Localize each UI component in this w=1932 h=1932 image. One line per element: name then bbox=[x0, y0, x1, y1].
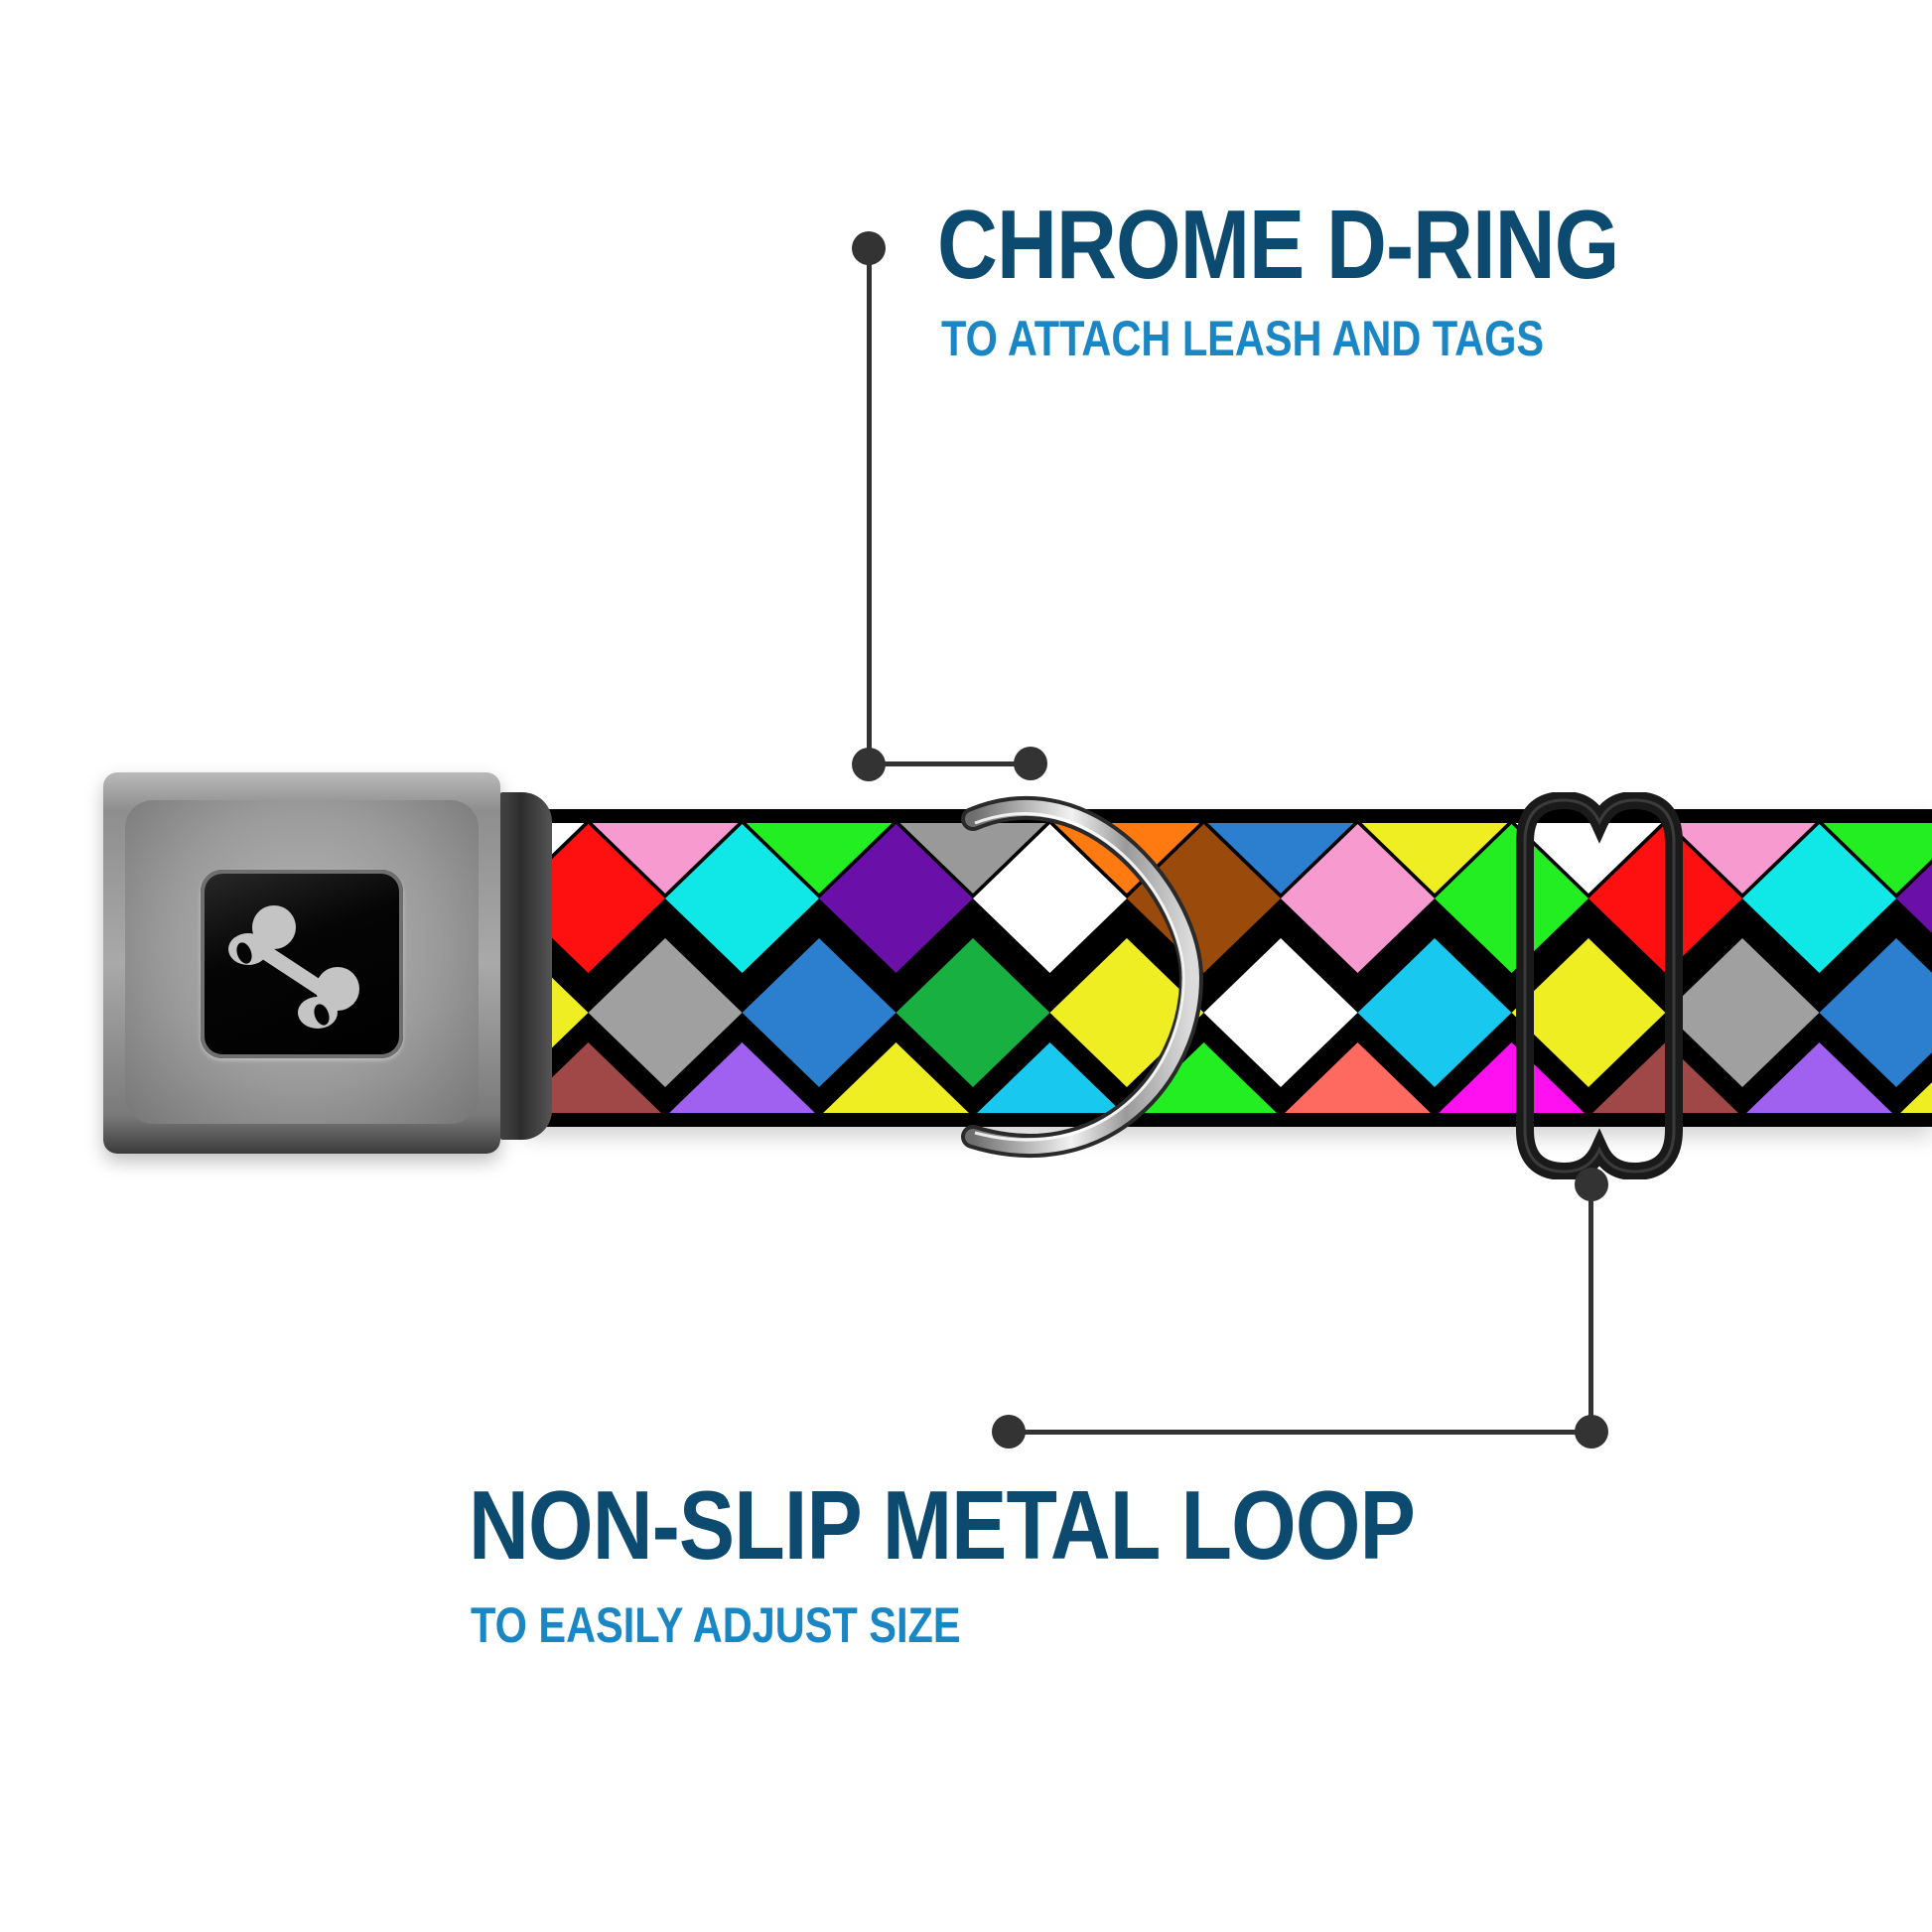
callout-dot-loop-end bbox=[992, 1415, 1026, 1449]
collar-strap bbox=[516, 809, 1932, 1127]
feature-title-dring: CHROME D-RING bbox=[937, 190, 1619, 299]
pattern-diamond bbox=[819, 1042, 973, 1127]
pattern-diamond bbox=[1203, 809, 1358, 894]
pattern-diamond bbox=[1819, 809, 1932, 894]
pattern-diamond bbox=[1665, 938, 1820, 1087]
pattern-diamond bbox=[819, 824, 973, 973]
callout-line-dring-horizontal bbox=[869, 761, 1033, 766]
harlequin-pattern bbox=[516, 809, 1932, 1127]
pattern-diamond bbox=[1281, 1042, 1435, 1127]
pattern-diamond bbox=[1357, 809, 1512, 894]
feature-subtitle-loop: TO EASILY ADJUST SIZE bbox=[471, 1597, 961, 1653]
pattern-diamond bbox=[665, 1042, 819, 1127]
callout-line-loop-horizontal bbox=[1009, 1430, 1587, 1435]
buckle-tongue bbox=[500, 792, 552, 1140]
pattern-diamond bbox=[1742, 824, 1896, 973]
buckle-badge bbox=[201, 870, 403, 1058]
pattern-diamond bbox=[588, 938, 743, 1087]
pattern-diamond bbox=[516, 1042, 665, 1127]
feature-subtitle-dring: TO ATTACH LEASH AND TAGS bbox=[941, 311, 1545, 366]
pattern-diamond bbox=[1281, 824, 1435, 973]
callout-dot-dring-target bbox=[1014, 747, 1047, 780]
pattern-diamond bbox=[665, 824, 819, 973]
pattern-diamond bbox=[1742, 1042, 1896, 1127]
callout-line-dring-vertical bbox=[867, 248, 872, 764]
pattern-diamond bbox=[1896, 864, 1932, 933]
buckle-plate bbox=[103, 772, 500, 1154]
pattern-diamond bbox=[1357, 938, 1512, 1087]
pattern-diamond bbox=[1203, 938, 1358, 1087]
pattern-diamond bbox=[1665, 809, 1820, 894]
pattern-diamond bbox=[1819, 938, 1932, 1087]
pattern-diamond bbox=[516, 824, 665, 973]
pattern-diamond bbox=[742, 809, 897, 894]
callout-line-loop-vertical bbox=[1588, 1186, 1593, 1435]
pattern-diamond bbox=[742, 938, 897, 1087]
pattern-diamond bbox=[588, 809, 743, 894]
dog-bone-icon bbox=[228, 905, 359, 1029]
feature-title-loop: NON-SLIP METAL LOOP bbox=[469, 1470, 1416, 1580]
seatbelt-buckle[interactable] bbox=[103, 772, 552, 1156]
